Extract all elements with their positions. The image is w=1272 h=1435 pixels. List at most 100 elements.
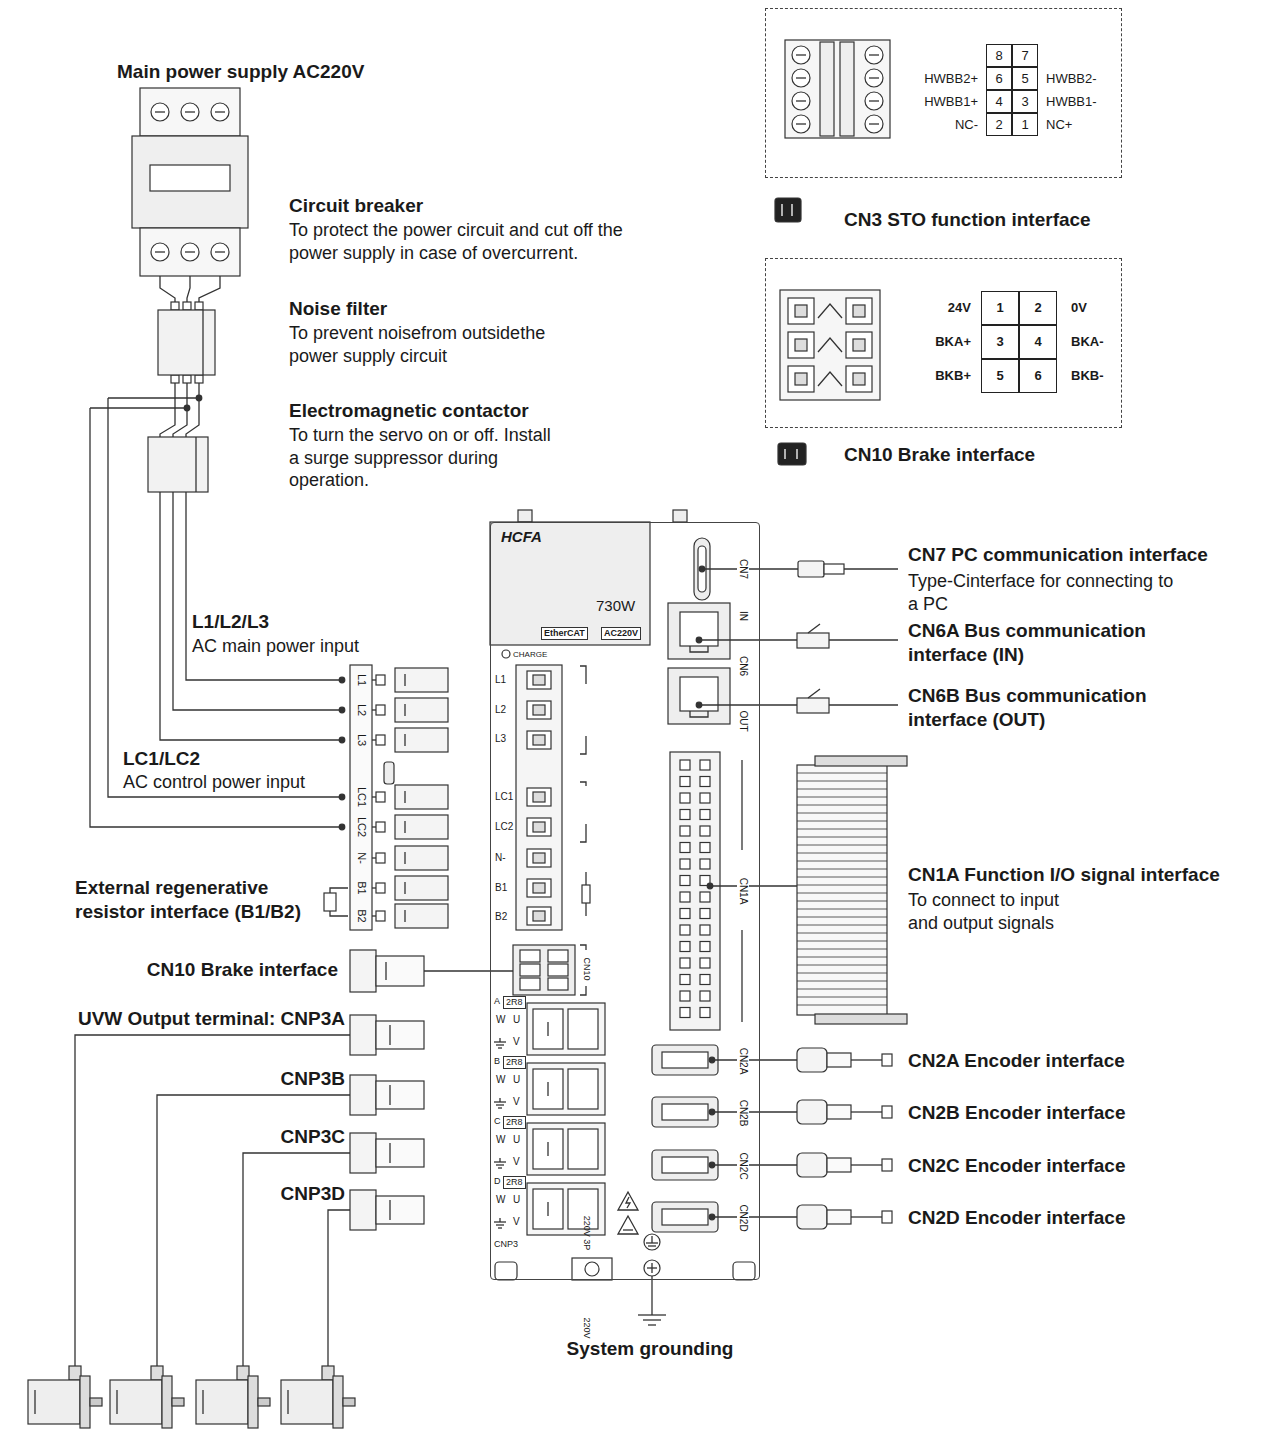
ground-screw [651, 1263, 652, 1273]
pin-signal: HWBB1- [1046, 94, 1097, 110]
io-pin [680, 892, 690, 902]
usb-plug [824, 564, 844, 574]
axis-letter: A [494, 996, 500, 1007]
io-pin [680, 826, 690, 836]
servo-motor [287, 1390, 288, 1414]
leader-line [712, 1164, 797, 1165]
phase-label: V [513, 1096, 520, 1108]
terminal-plug [376, 705, 385, 715]
rj45-port [668, 603, 730, 659]
pin-signal: HWBB2+ [924, 71, 978, 87]
brake-terminal [846, 332, 872, 358]
servo-motor [116, 1390, 117, 1414]
terminal-pin [395, 785, 448, 809]
terminal-label: LC2 [354, 816, 367, 838]
terminal-pin [395, 846, 448, 870]
pin-signal: BKA- [1071, 334, 1104, 350]
resistor-symbol [582, 885, 590, 903]
sto-terminal [796, 123, 806, 124]
encoder-port [662, 1157, 708, 1173]
brake-terminal [853, 373, 865, 385]
filter-terminal [171, 302, 179, 310]
terminal-pin [404, 791, 405, 803]
encoder-port [652, 1150, 718, 1180]
cn10-socket [520, 978, 540, 990]
drive-terminal [527, 731, 551, 749]
io-connector [670, 752, 720, 1030]
io-pin [680, 777, 690, 787]
sto-terminal [792, 46, 810, 64]
encoder-plug [827, 1158, 851, 1172]
io-pin [680, 859, 690, 869]
interface-heading: CN10 Brake interface [147, 958, 338, 982]
pin-number: 4 [986, 90, 1012, 113]
pin-number: 8 [986, 44, 1012, 67]
screw-terminal [155, 111, 165, 112]
terminal-label: B2 [354, 908, 367, 923]
io-cable-connector [797, 901, 887, 902]
warning-symbol [626, 1197, 630, 1208]
screw-terminal [155, 251, 165, 252]
io-pin [680, 909, 690, 919]
io-pin [700, 958, 710, 968]
io-pin [700, 975, 710, 985]
servo-motor [28, 1380, 80, 1424]
rj45-plug [808, 689, 820, 698]
io-cable-connector [797, 837, 887, 838]
grounding-label: System grounding [567, 1337, 734, 1361]
pin-number: 3 [1012, 90, 1038, 113]
terminal-pin [395, 815, 448, 839]
uvw-socket [527, 1123, 605, 1175]
screw-terminal [151, 243, 169, 261]
brake-terminal [788, 332, 814, 358]
motor-plug [376, 1139, 424, 1167]
servo-drive: HCFA730WEtherCATAC220VCHARGEL1L2L3LC1LC2… [490, 522, 760, 1280]
ground-screw [644, 1260, 660, 1276]
sto-connector [785, 40, 890, 138]
group-bracket [741, 930, 742, 1022]
motor-plug [389, 1143, 390, 1163]
servo-motor [248, 1376, 258, 1428]
terminal-pin [404, 852, 405, 864]
motor-connector [237, 1366, 249, 1380]
ground-symbol [494, 1041, 506, 1042]
phase-label: U [513, 1194, 520, 1206]
sto-terminal [796, 100, 806, 101]
encoder-plug [882, 1106, 892, 1118]
ground-symbol [496, 1224, 504, 1225]
terminal-plug [376, 675, 385, 685]
motor-connector [151, 1366, 163, 1380]
io-cable-connector [797, 845, 887, 846]
junction-dot [339, 677, 345, 683]
sto-terminal [869, 54, 879, 55]
terminal-label: B1 [495, 882, 507, 894]
drive-terminal [527, 788, 551, 806]
motor-plug [350, 1015, 376, 1055]
brake-terminal [853, 339, 865, 351]
drive-terminal [533, 911, 545, 921]
drive-terminal [527, 879, 551, 897]
ground-mark [648, 1245, 656, 1246]
wire [330, 888, 348, 893]
brake-terminal [846, 366, 872, 392]
drive-terminal [527, 818, 551, 836]
brake-pinout-box: 24V120VBKA+34BKA-BKB+56BKB-CN10 Brake in… [765, 258, 1122, 428]
io-pin [700, 991, 710, 1001]
group-bracket [580, 736, 586, 754]
io-pin [680, 975, 690, 985]
current-rating: 2R8 [503, 1176, 526, 1189]
drive-terminal [533, 883, 545, 893]
terminal-plug [372, 857, 376, 858]
pin-number: 5 [981, 359, 1019, 393]
ground-symbol [494, 1161, 506, 1162]
phase-label: U [513, 1014, 520, 1026]
port-label: CN10 [582, 956, 593, 981]
io-cable-connector [797, 989, 887, 990]
brake-terminal [788, 298, 814, 324]
io-pin [700, 859, 710, 869]
io-cable-connector [797, 893, 887, 894]
drive-knob [673, 510, 687, 522]
pin-signal: 24V [948, 300, 971, 316]
io-pin [680, 991, 690, 1001]
